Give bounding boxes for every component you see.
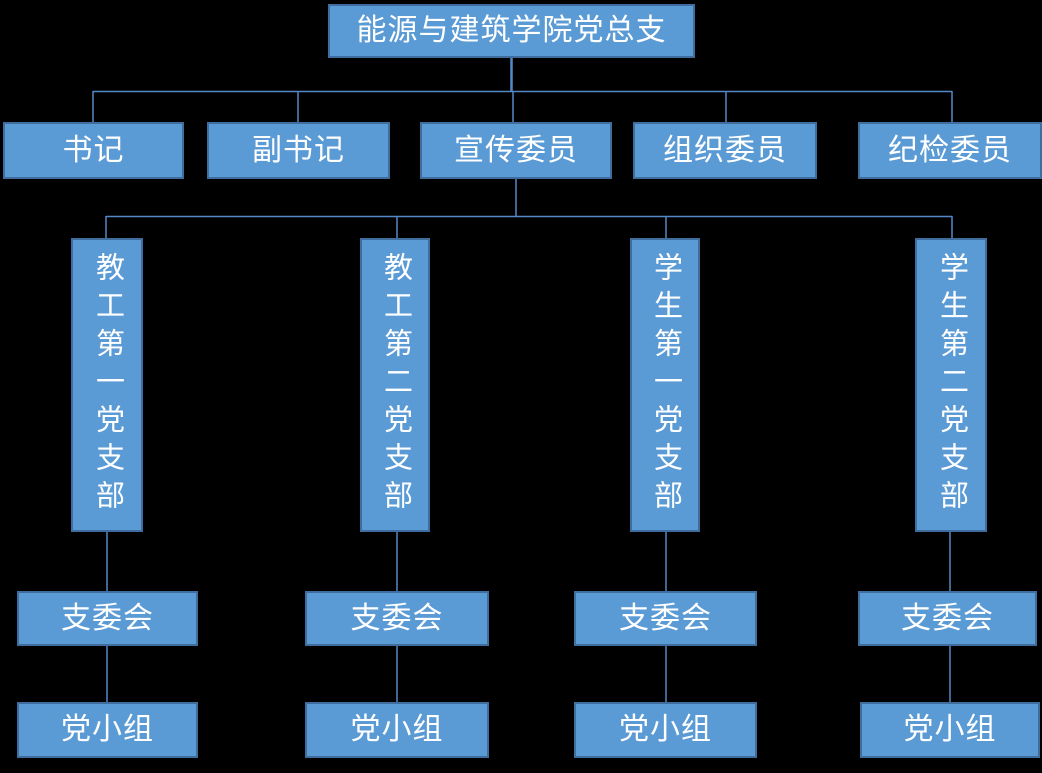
node-branch-student-2-label: 学生第二党支部 [935, 252, 968, 518]
node-committee: 支委会 [17, 591, 198, 646]
node-party-group-label: 党小组 [61, 713, 154, 746]
node-party-group-label: 党小组 [350, 713, 444, 746]
node-committee-label: 支委会 [61, 601, 154, 635]
node-root-label: 能源与建筑学院党总支 [356, 14, 667, 47]
node-committee-label: 支委会 [350, 601, 444, 635]
node-branch-faculty-1-label: 教工第一党支部 [91, 252, 124, 518]
node-party-group: 党小组 [574, 702, 757, 758]
node-discipline-officer-label: 纪检委员 [888, 133, 1012, 167]
node-root: 能源与建筑学院党总支 [328, 4, 695, 58]
node-deputy-secretary: 副书记 [207, 122, 390, 179]
node-deputy-secretary-label: 副书记 [252, 133, 345, 167]
node-branch-faculty-2: 教工第二党支部 [360, 238, 430, 532]
node-secretary: 书记 [3, 122, 184, 179]
node-party-group-label: 党小组 [903, 713, 997, 746]
node-party-group-label: 党小组 [619, 713, 712, 746]
node-committee: 支委会 [858, 591, 1037, 646]
node-branch-faculty-1: 教工第一党支部 [71, 238, 143, 532]
node-branch-student-1-label: 学生第一党支部 [649, 252, 682, 518]
node-branch-student-2: 学生第二党支部 [915, 238, 987, 532]
node-secretary-label: 书记 [62, 133, 125, 167]
node-publicity-officer-label: 宣传委员 [454, 133, 578, 167]
node-committee-label: 支委会 [619, 601, 712, 635]
node-branch-student-1: 学生第一党支部 [630, 238, 700, 532]
node-organization-officer: 组织委员 [633, 122, 817, 179]
node-party-group: 党小组 [305, 702, 489, 758]
node-organization-officer-label: 组织委员 [663, 133, 787, 167]
node-party-group: 党小组 [17, 702, 198, 758]
node-discipline-officer: 纪检委员 [858, 122, 1042, 179]
node-committee: 支委会 [305, 591, 489, 646]
node-party-group: 党小组 [860, 702, 1040, 758]
node-committee: 支委会 [574, 591, 757, 646]
node-committee-label: 支委会 [901, 601, 994, 635]
node-branch-faculty-2-label: 教工第二党支部 [379, 252, 412, 518]
node-publicity-officer: 宣传委员 [420, 122, 612, 179]
